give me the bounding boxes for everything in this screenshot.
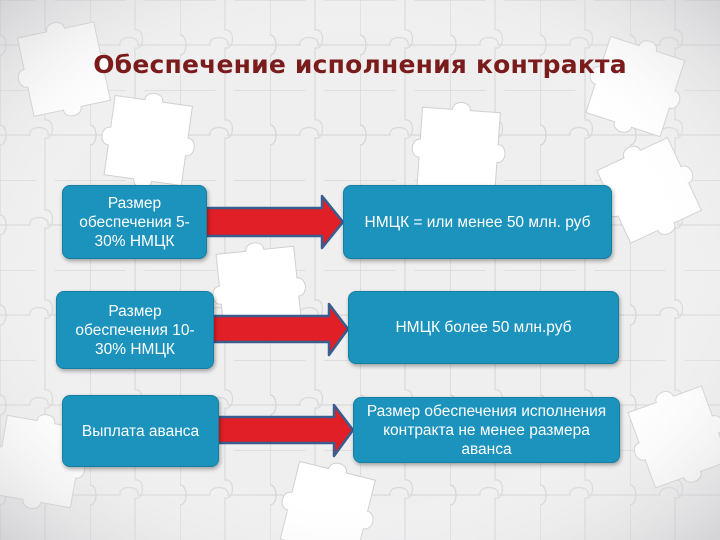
condition-box-1: Размер обеспечения 5-30% НМЦК xyxy=(62,185,207,259)
result-box-3: Размер обеспечения исполнения контракта … xyxy=(353,397,620,463)
right-arrow-icon xyxy=(203,194,345,250)
result-text: НМЦК более 50 млн.руб xyxy=(395,319,572,336)
condition-text: Выплата аванса xyxy=(81,422,200,440)
right-arrow-icon xyxy=(215,403,355,458)
arrow-row-2 xyxy=(210,302,350,357)
page-title: Обеспечение исполнения контракта xyxy=(93,50,627,79)
condition-box-2: Размер обеспечения 10-30% НМЦК xyxy=(56,291,214,369)
condition-box-3: Выплата аванса xyxy=(62,395,219,467)
condition-text: Размер обеспечения 10-30% НМЦК xyxy=(75,302,195,358)
result-box-2: НМЦК более 50 млн.руб xyxy=(348,291,619,364)
condition-text: Размер обеспечения 5-30% НМЦК xyxy=(79,194,190,250)
right-arrow-icon xyxy=(210,302,350,357)
result-text: НМЦК = или менее 50 млн. руб xyxy=(364,213,591,231)
arrow-row-3 xyxy=(215,403,355,458)
result-text: Размер обеспечения исполнения контракта … xyxy=(366,402,607,458)
arrow-row-1 xyxy=(203,194,345,250)
result-box-1: НМЦК = или менее 50 млн. руб xyxy=(343,185,612,259)
